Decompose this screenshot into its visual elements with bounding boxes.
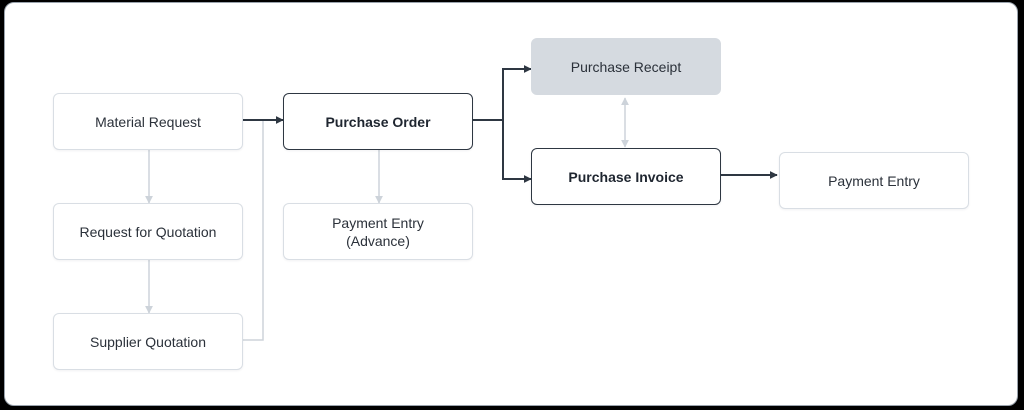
node-request-for-quotation-label: Request for Quotation <box>79 223 217 240</box>
node-purchase-receipt-label: Purchase Receipt <box>570 58 682 75</box>
node-payment-entry-advance[interactable]: Payment Entry (Advance) <box>283 203 473 260</box>
edge-purchase-order-to-purchase-invoice <box>502 120 532 183</box>
node-purchase-invoice-label: Purchase Invoice <box>568 168 684 185</box>
edge-supplier-quotation-to-purchase-order <box>243 120 264 341</box>
node-material-request[interactable]: Material Request <box>53 93 243 150</box>
node-supplier-quotation-label: Supplier Quotation <box>90 333 206 350</box>
node-request-for-quotation[interactable]: Request for Quotation <box>53 203 243 260</box>
edge-purchase-order-to-purchase-receipt <box>502 65 532 120</box>
node-purchase-order[interactable]: Purchase Order <box>283 93 473 150</box>
node-purchase-order-label: Purchase Order <box>325 113 431 130</box>
node-purchase-receipt[interactable]: Purchase Receipt <box>531 38 721 95</box>
node-payment-entry-label: Payment Entry <box>828 172 920 189</box>
node-payment-entry[interactable]: Payment Entry <box>779 152 969 209</box>
node-payment-entry-advance-label: Payment Entry (Advance) <box>332 214 424 249</box>
node-supplier-quotation[interactable]: Supplier Quotation <box>53 313 243 370</box>
node-material-request-label: Material Request <box>95 113 201 130</box>
diagram-canvas: Material Request Request for Quotation S… <box>4 2 1018 406</box>
node-purchase-invoice[interactable]: Purchase Invoice <box>531 148 721 205</box>
connector-layer <box>145 65 778 341</box>
